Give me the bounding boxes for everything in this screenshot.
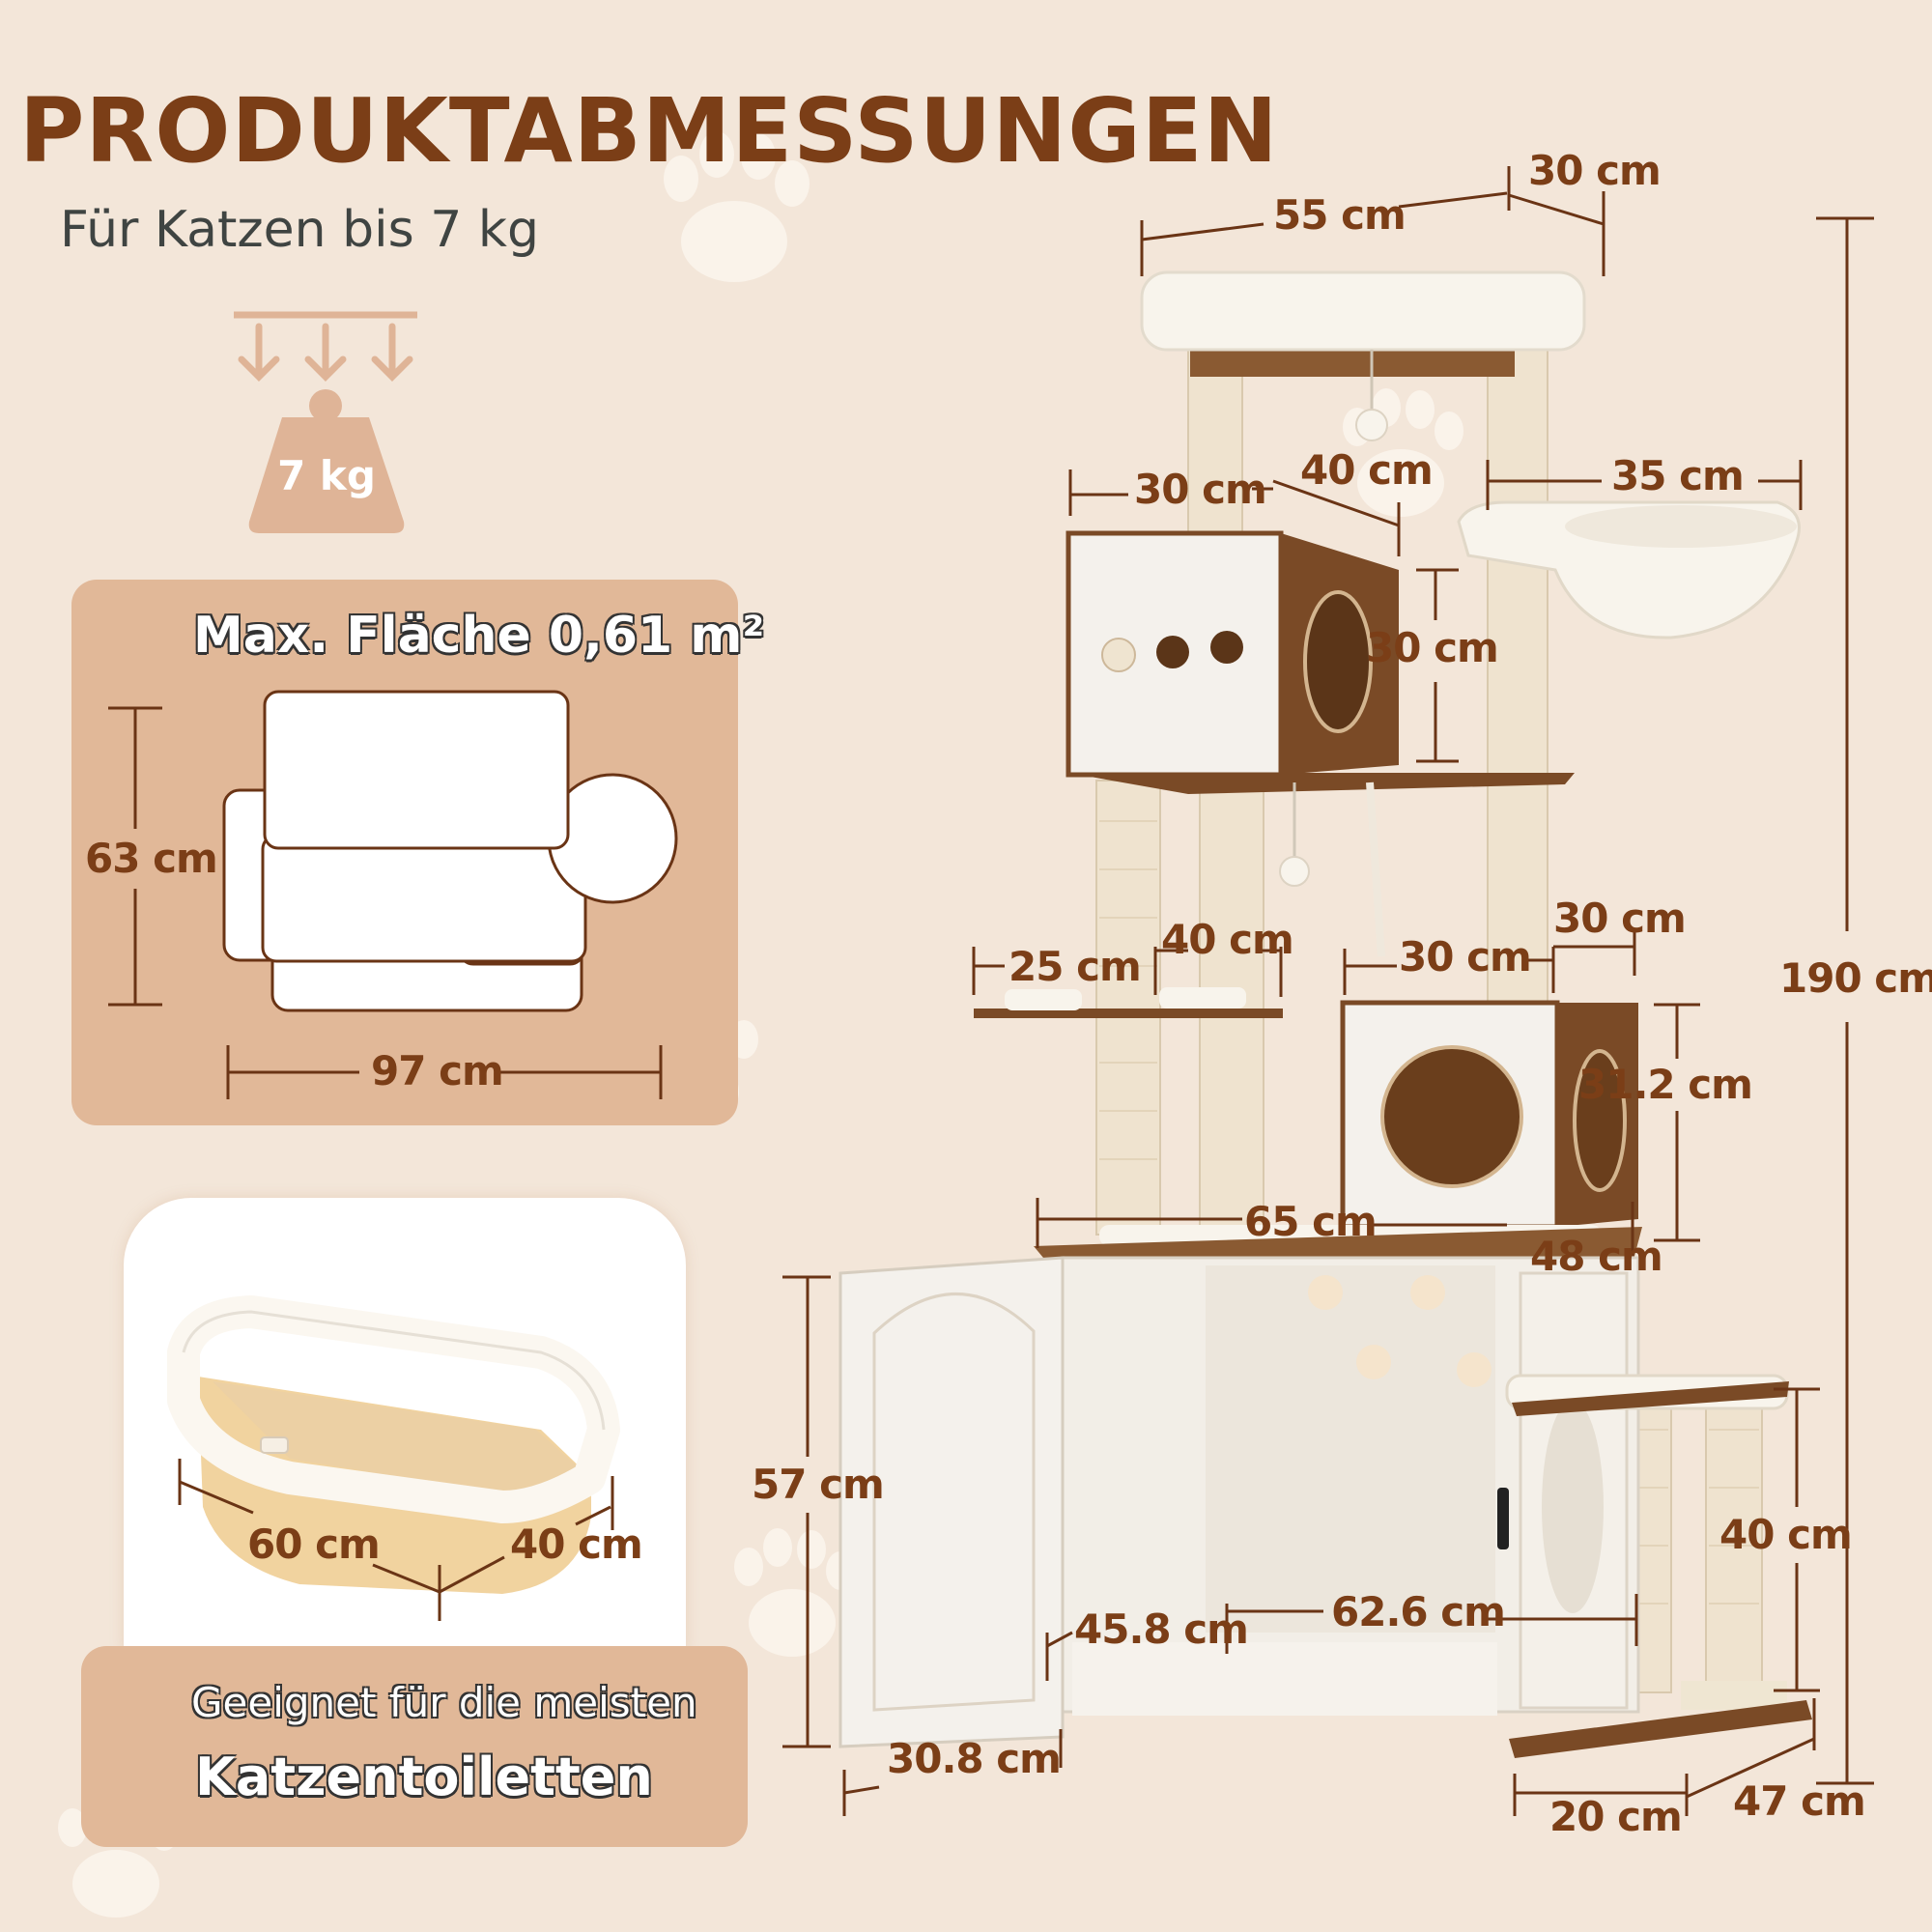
upper-box-depth-label: 40 cm bbox=[1300, 446, 1434, 494]
top-platform-width-label: 55 cm bbox=[1273, 191, 1406, 239]
small-platform-width-label: 25 cm bbox=[1009, 943, 1142, 990]
upper-box-height-label: 30 cm bbox=[1366, 624, 1499, 671]
side-post-height-label: 40 cm bbox=[1719, 1511, 1853, 1558]
top-platform-cushion bbox=[1140, 270, 1586, 352]
page-title: PRODUKTABMESSUNGEN bbox=[19, 79, 1279, 183]
litter-caption-line2: Katzentoiletten bbox=[195, 1747, 653, 1807]
weight-label: 7 kg bbox=[277, 452, 376, 499]
floor-area-title: Max. Fläche 0,61 m² bbox=[193, 607, 765, 665]
page-subtitle: Für Katzen bis 7 kg bbox=[60, 201, 539, 259]
inner-width-label: 62.6 cm bbox=[1331, 1588, 1506, 1635]
inner-depth-label: 45.8 cm bbox=[1074, 1605, 1249, 1653]
side-base bbox=[1509, 1700, 1812, 1758]
floor-width-label: 97 cm bbox=[371, 1047, 504, 1094]
side-base-width-label: 20 cm bbox=[1549, 1793, 1683, 1840]
lower-box-width-label: 30 cm bbox=[1399, 933, 1532, 980]
hammock-width-label: 35 cm bbox=[1611, 452, 1745, 499]
cabinet-handle bbox=[1497, 1488, 1509, 1549]
total-height-label: 190 cm bbox=[1779, 954, 1932, 1002]
cabinet-top bbox=[1034, 1227, 1642, 1264]
cabinet-height-label: 57 cm bbox=[752, 1461, 885, 1508]
upper-box-width-label: 30 cm bbox=[1134, 466, 1267, 513]
toy-ball bbox=[1279, 856, 1310, 887]
cabinet-door bbox=[838, 1256, 1065, 1748]
litter-caption-line1: Geeignet für die meisten bbox=[191, 1679, 697, 1726]
paw-icon bbox=[664, 131, 810, 282]
lower-box-depth-label: 30 cm bbox=[1553, 895, 1687, 942]
litter-width-label: 40 cm bbox=[510, 1520, 643, 1568]
top-platform-depth-label: 30 cm bbox=[1528, 147, 1662, 194]
litter-length-label: 60 cm bbox=[247, 1520, 381, 1568]
toy-ball bbox=[1355, 409, 1388, 441]
post bbox=[1487, 327, 1548, 1025]
door-width-label: 30.8 cm bbox=[887, 1735, 1062, 1782]
small-platform-depth-label: 40 cm bbox=[1161, 916, 1294, 963]
litter-caption-card bbox=[81, 1646, 748, 1847]
cabinet-width-label: 65 cm bbox=[1244, 1198, 1378, 1245]
cabinet-depth-label: 48 cm bbox=[1530, 1233, 1663, 1280]
floor-depth-label: 63 cm bbox=[85, 835, 218, 882]
post bbox=[1705, 1392, 1763, 1693]
small-platform bbox=[974, 1009, 1283, 1018]
lower-box-height-label: 31.2 cm bbox=[1578, 1061, 1753, 1108]
side-base-depth-label: 47 cm bbox=[1733, 1777, 1866, 1825]
